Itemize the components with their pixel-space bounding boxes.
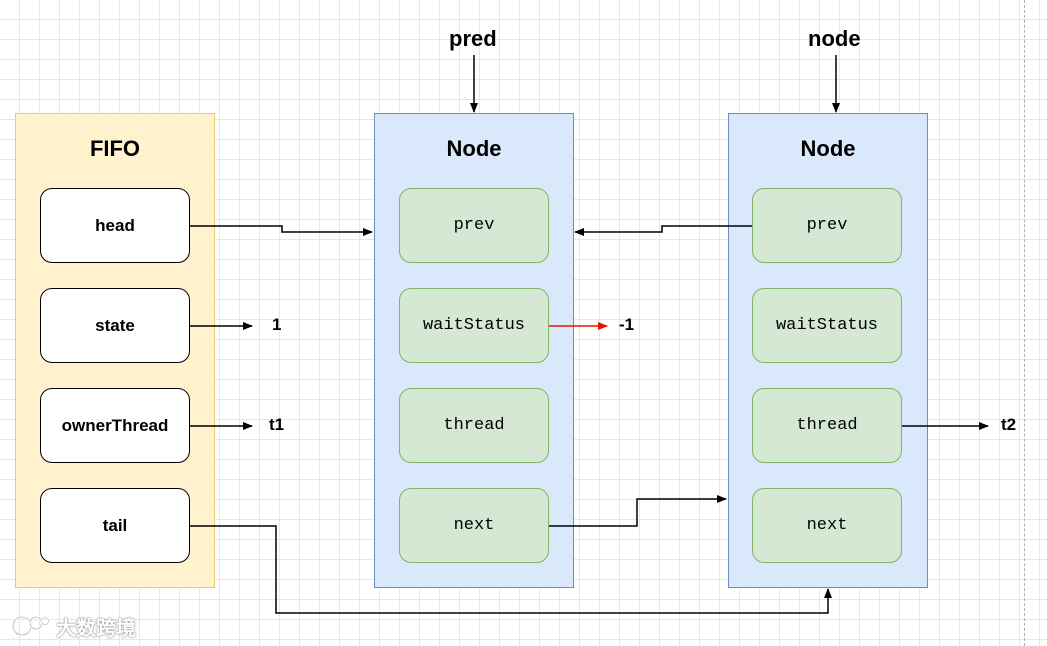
tail-to-cur-node-edge <box>190 525 832 614</box>
pred-node-title: Node <box>446 136 502 161</box>
node-thread-value-label: t2 <box>1001 415 1017 434</box>
cur-node-prev-field[interactable]: prev <box>752 188 902 263</box>
cur-node-wait-status-field[interactable]: waitStatus <box>752 288 902 363</box>
cur-node-thread-field[interactable]: thread <box>752 388 902 463</box>
fifo-state-field[interactable]: state <box>40 288 190 363</box>
pred-node-thread-field[interactable]: thread <box>399 388 549 463</box>
node-pointer-label: node <box>808 26 861 51</box>
fifo-owner-thread-field[interactable]: ownerThread <box>40 388 190 463</box>
owner-thread-value-label: t1 <box>269 415 285 434</box>
pred-next-to-cur-node-edge <box>549 495 727 527</box>
pred-node-wait-status-field[interactable]: waitStatus <box>399 288 549 363</box>
pred-node-next-field[interactable]: next <box>399 488 549 563</box>
watermark-logo-icon <box>11 615 50 637</box>
cur-node-next-field[interactable]: next <box>752 488 902 563</box>
watermark-text: 大数跨境 <box>56 615 136 640</box>
state-value-label: 1 <box>272 315 282 334</box>
fifo-title: FIFO <box>89 136 141 161</box>
head-to-pred-node-edge <box>190 225 373 236</box>
pred-node-prev-field[interactable]: prev <box>399 188 549 263</box>
watermark: 大数跨境 <box>10 612 136 640</box>
cur-prev-to-pred-node-edge <box>574 225 752 236</box>
page-boundary-dashed-line <box>1024 0 1025 646</box>
pred-pointer-label: pred <box>449 26 497 51</box>
fifo-tail-field[interactable]: tail <box>40 488 190 563</box>
wait-status-value-label: -1 <box>619 315 635 334</box>
cur-node-title: Node <box>800 136 856 161</box>
fifo-head-field[interactable]: head <box>40 188 190 263</box>
